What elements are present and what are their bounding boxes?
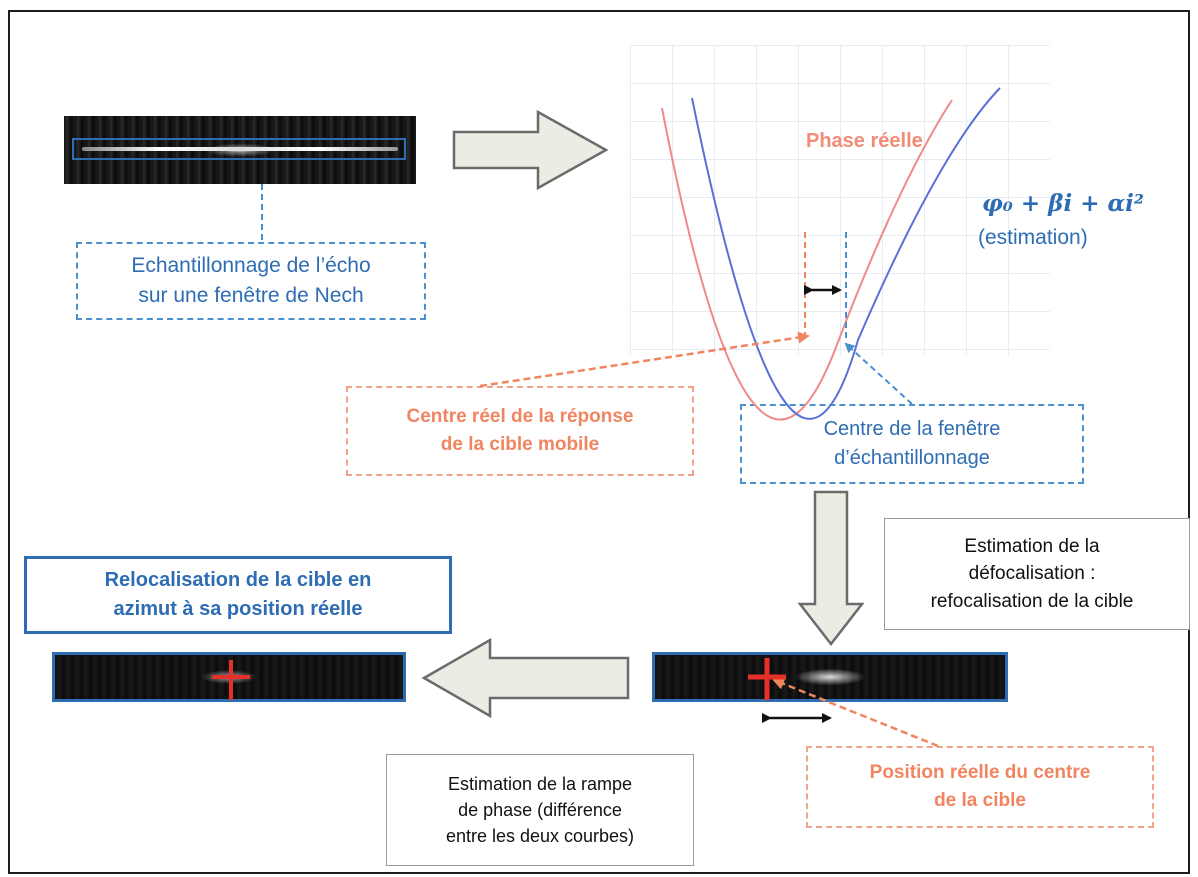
arrow-left-large: [421, 637, 630, 719]
sampling-line-1: Echantillonnage de l’écho: [131, 253, 371, 277]
arrow-down-large: [797, 490, 865, 647]
arrow-right-large: [452, 109, 609, 191]
position-reelle-line-2: de la cible: [934, 790, 1026, 811]
sampling-window-box: Echantillonnage de l’écho sur une fenêtr…: [76, 242, 426, 320]
relocalisation-box: Relocalisation de la cible en azimut à s…: [24, 556, 452, 634]
diagram-frame: [8, 10, 1190, 874]
centre-reel-line-1: Centre réel de la réponse: [406, 406, 634, 428]
position-reelle-connector: [772, 678, 939, 748]
rampe-line-3: entre les deux courbes): [445, 826, 635, 847]
sampling-window-rect: [72, 138, 406, 160]
defocalisation-line-2: défocalisation :: [968, 563, 1096, 585]
sampling-line-2: sur une fenêtre de Nech: [138, 284, 364, 307]
relocalisation-line-2: azimut à sa position réelle: [113, 598, 363, 620]
estimated-phase-curve: [691, 87, 1001, 420]
defocused-strip-image: [652, 652, 1008, 702]
centre-reel-box: Centre réel de la réponse de la cible mo…: [346, 386, 694, 476]
defocalisation-line-3: refocalisation de la cible: [930, 590, 1134, 612]
position-reelle-line-1: Position réelle du centre: [869, 762, 1091, 784]
rampe-box: Estimation de la rampe de phase (différe…: [386, 754, 694, 866]
phase-plot-grid: [630, 45, 1050, 355]
centre-fenetre-line-2: d’échantillonnage: [834, 447, 990, 469]
echo-strip-image: [64, 116, 416, 184]
echo-bright-line: [82, 147, 398, 151]
sampling-centre-cross: [748, 658, 786, 700]
formula-label: φ₀ + βi + αi²: [982, 190, 1144, 217]
relocalised-target-cross: [212, 660, 250, 700]
real-phase-curve: [661, 99, 953, 421]
rampe-line-2: de phase (différence: [458, 799, 622, 820]
relocalisation-line-1: Relocalisation de la cible en: [104, 569, 372, 591]
centre-fenetre-box: Centre de la fenêtre d’échantillonnage: [740, 404, 1084, 484]
position-reelle-box: Position réelle du centre de la cible: [806, 746, 1154, 828]
phase-reelle-label: Phase réelle: [806, 130, 923, 152]
defocalisation-line-1: Estimation de la: [964, 535, 1100, 557]
centre-fenetre-line-1: Centre de la fenêtre: [823, 418, 1001, 440]
defocalisation-box: Estimation de la défocalisation : refoca…: [884, 518, 1190, 630]
estimation-label: (estimation): [978, 226, 1088, 249]
centre-reel-connector: [479, 331, 810, 388]
rampe-line-1: Estimation de la rampe: [447, 773, 633, 794]
centre-fenetre-connector: [844, 342, 913, 405]
centre-reel-line-2: de la cible mobile: [440, 434, 600, 455]
